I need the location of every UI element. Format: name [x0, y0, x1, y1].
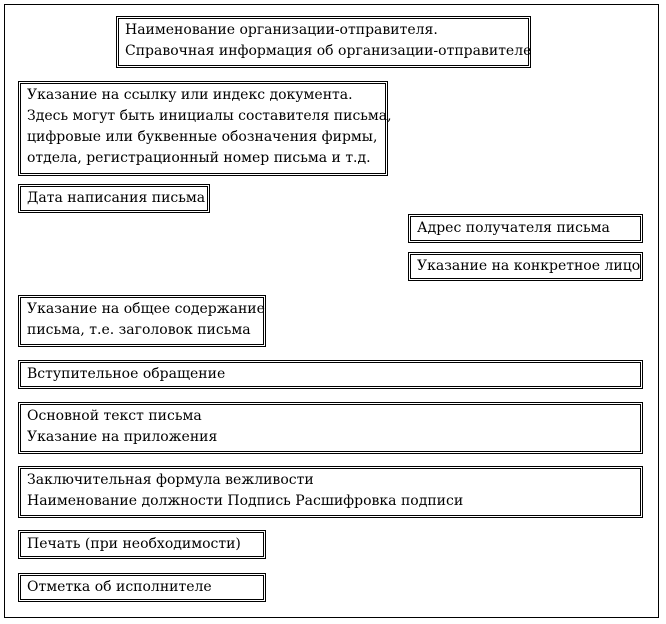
executor-box: Отметка об исполнителе	[18, 573, 266, 602]
body-line: Основной текст письма	[27, 408, 202, 424]
reference-box: Указание на ссылку или индекс документа.…	[18, 81, 392, 176]
recipient-address-label: Адрес получателя письма	[417, 220, 610, 236]
executor-label: Отметка об исполнителе	[27, 579, 212, 595]
sender-line: Наименование организации-отправителя.	[125, 22, 438, 38]
recipient-address-box: Адрес получателя письма	[408, 214, 643, 243]
closing-box: Заключительная формула вежливости Наимен…	[18, 466, 643, 518]
reference-line: цифровые или буквенные обозначения фирмы…	[27, 129, 378, 145]
reference-line: Здесь могут быть инициалы составителя пи…	[27, 108, 392, 124]
date-box: Дата написания письма	[18, 184, 210, 213]
recipient-person-box: Указание на конкретное лицо	[408, 252, 643, 281]
sender-line: Справочная информация об организации-отп…	[125, 43, 532, 59]
reference-line: Указание на ссылку или индекс документа.	[27, 87, 353, 103]
stamp-box: Печать (при необходимости)	[18, 530, 266, 559]
date-label: Дата написания письма	[27, 190, 206, 206]
subject-box: Указание на общее содержание письма, т.е…	[18, 295, 266, 347]
subject-line: письма, т.е. заголовок письма	[27, 322, 251, 338]
recipient-person-label: Указание на конкретное лицо	[417, 258, 641, 274]
body-box: Основной текст письма Указание на прилож…	[18, 402, 643, 454]
letter-layout-frame	[4, 4, 659, 618]
closing-line: Заключительная формула вежливости	[27, 472, 314, 488]
reference-line: отдела, регистрационный номер письма и т…	[27, 150, 371, 166]
salutation-box: Вступительное обращение	[18, 360, 643, 389]
stamp-label: Печать (при необходимости)	[27, 536, 241, 552]
closing-line: Наименование должности Подпись Расшифров…	[27, 493, 464, 509]
body-line: Указание на приложения	[27, 429, 218, 445]
sender-box: Наименование организации-отправителя. Сп…	[116, 16, 531, 68]
salutation-label: Вступительное обращение	[27, 366, 226, 382]
subject-line: Указание на общее содержание	[27, 301, 265, 317]
